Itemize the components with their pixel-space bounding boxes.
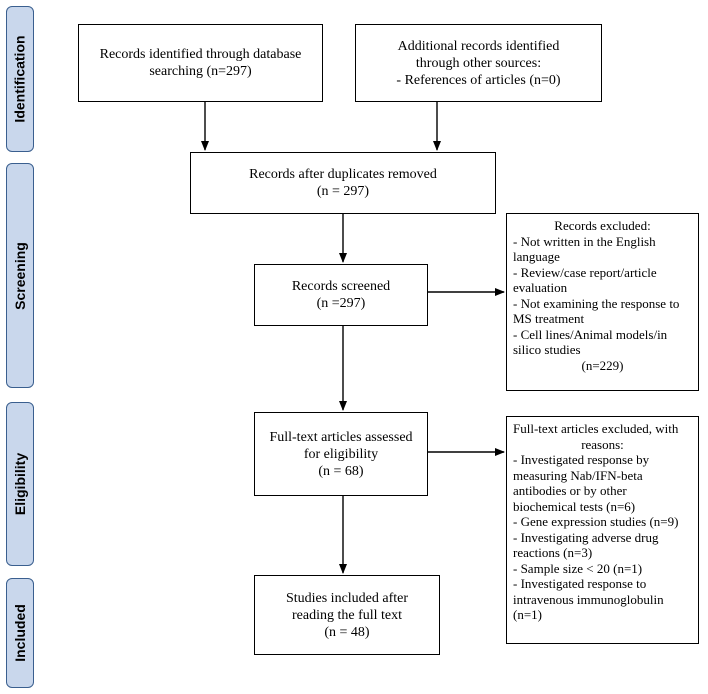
duplicates-removed-line-1: Records after duplicates removed: [249, 167, 437, 182]
records-excluded-line: - Not written in the English: [513, 233, 656, 249]
duplicates-removed-line-2: (n = 297): [316, 184, 370, 199]
records-screened-box: Records screened (n =297): [254, 264, 428, 326]
records-excluded-line: language: [513, 249, 560, 264]
full-text-excluded-line: Full-text articles excluded, with: [513, 421, 679, 436]
records-excluded-line: MS treatment: [513, 311, 585, 326]
full-text-excluded-line: - Investigated response by: [513, 452, 650, 467]
phase-eligibility: Eligibility: [6, 402, 34, 566]
studies-included-line-1: Studies included after: [285, 590, 409, 606]
full-text-excluded-line: biochemical tests (n=6): [513, 498, 636, 514]
full-text-excluded-box: Full-text articles excluded, with reason…: [506, 416, 699, 644]
full-text-excluded-line: antibodies or by other: [513, 483, 627, 498]
records-screened-line-1: Records screened: [291, 279, 391, 294]
records-excluded-line: - Cell lines/Animal models/in: [513, 326, 668, 342]
records-excluded-line: silico studies: [513, 342, 581, 357]
studies-included-line-3: (n = 48): [324, 624, 370, 640]
db-search-line-2: searching (n=297): [149, 64, 252, 79]
full-text-excluded-line: - Investigated response to: [513, 576, 647, 591]
full-text-excluded-line: measuring Nab/IFN-beta: [513, 467, 643, 483]
full-text-line-3: (n = 68): [318, 463, 364, 479]
db-search-box: Records identified through database sear…: [78, 24, 323, 102]
phase-screening: Screening: [6, 163, 34, 388]
other-sources-line-2: through other sources:: [415, 55, 542, 71]
records-screened-line-2: (n =297): [316, 296, 366, 311]
full-text-excluded-line: reactions (n=3): [513, 545, 593, 560]
other-sources-box: Additional records identified through ot…: [355, 24, 602, 102]
full-text-line-2: for eligibility: [303, 446, 379, 462]
full-text-excluded-line: - Sample size < 20 (n=1): [513, 560, 643, 576]
full-text-excluded-line: - Gene expression studies (n=9): [513, 514, 679, 529]
studies-included-line-2: reading the full text: [291, 607, 403, 623]
records-excluded-heading: Records excluded:: [554, 218, 651, 233]
db-search-line-1: Records identified through database: [99, 47, 302, 62]
full-text-line-1: Full-text articles assessed: [269, 429, 413, 445]
studies-included-box: Studies included after reading the full …: [254, 575, 440, 655]
other-sources-line-3: - References of articles (n=0): [396, 72, 561, 88]
records-excluded-line: - Review/case report/article: [513, 264, 657, 280]
records-excluded-box: Records excluded: - Not written in the E…: [506, 213, 699, 391]
duplicates-removed-box: Records after duplicates removed (n = 29…: [190, 152, 496, 214]
full-text-excluded-line: (n=1): [513, 607, 542, 622]
full-text-excluded-line: reasons:: [581, 436, 624, 452]
records-excluded-line: - Not examining the response to: [513, 295, 680, 311]
full-text-assessed-box: Full-text articles assessed for eligibil…: [254, 412, 428, 496]
phase-identification: Identification: [6, 6, 34, 152]
other-sources-line-1: Additional records identified: [397, 38, 560, 54]
full-text-excluded-line: intravenous immunoglobulin: [513, 591, 664, 607]
records-excluded-line: evaluation: [513, 280, 568, 295]
records-excluded-count: (n=229): [581, 357, 624, 373]
phase-included: Included: [6, 578, 34, 688]
full-text-excluded-line: - Investigating adverse drug: [513, 529, 659, 545]
